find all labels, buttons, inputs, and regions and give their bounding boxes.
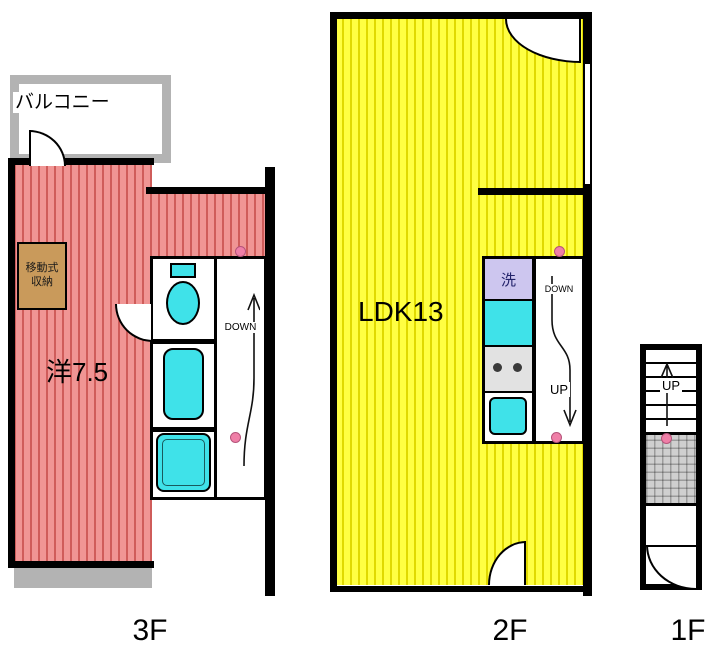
entrance-tile [646,435,696,505]
toilet-tank-icon [170,263,196,278]
kitchen-sink-basin-cell [485,393,532,441]
wall-2f-bottom [330,586,592,592]
wall-3f-hall-top [146,187,275,194]
floor-label-1f: 1F [670,614,706,647]
wall-2f-right-thick [583,12,592,596]
balcony-label: バルコニー [13,87,112,114]
wall-2f-stub [478,188,592,195]
entry-hall [646,506,696,546]
toilet-bowl-icon [166,281,200,325]
stairs-1f-up-text: UP [659,378,683,393]
divider-1f-stairs [646,432,696,435]
stair-dot-3f-top [235,246,246,257]
wall-3f-right-thick [265,167,275,596]
storage-label-line2: 収納 [31,276,53,288]
bathtub-inner-line [162,439,205,486]
bathtub-icon [156,433,211,492]
bathroom-divider-1 [150,339,217,344]
wall-2f-top [330,12,592,19]
wall-1f-top [640,344,702,350]
stair-dot-2f-bottom [551,432,562,443]
kitchen-sink-basin [489,397,527,435]
stairs-2f-up-text: UP [547,382,571,397]
stairs-3f [214,256,267,500]
floor-label-2f: 2F [492,614,528,647]
divider-1f-entry [646,503,696,506]
wall-2f-left [330,12,337,592]
storage-cabinet: 移動式 収納 [17,242,67,310]
stairs-1f-arrow [660,361,674,426]
ldk-label: LDK13 [358,296,444,327]
window-2f-right [583,64,592,184]
washer-label: 洗 [500,271,516,289]
wall-3f-bottom [8,561,154,568]
room-west-label: 洋7.5 [46,357,109,387]
wall-3f-top [8,158,154,165]
stairs-2f-up-label: UP [534,382,584,397]
stairs-2f-down-label: DOWN [534,284,584,294]
stairs-2f-down-text: DOWN [542,284,576,294]
stair-dot-1f [661,433,672,444]
floor-label-3f: 3F [132,614,168,647]
stove-burner-left [493,363,502,372]
wall-1f-left [640,344,646,590]
stair-dot-3f-bottom [230,432,241,443]
wall-3f-left [8,158,15,568]
kitchen-block: 洗 [482,256,535,444]
kitchen-sink-counter [485,301,532,347]
stairs-3f-down-text: DOWN [222,322,259,333]
stairs-3f-down-label: DOWN [215,322,266,333]
wall-1f-bottom [640,584,702,590]
stairs-2f-arrow [551,276,577,428]
stove-icon [485,347,532,393]
washbasin-icon [163,348,204,420]
wall-1f-right [696,344,702,590]
bathroom-divider-2 [150,427,217,432]
stove-burner-right [513,363,522,372]
balcony-label-text: バルコニー [13,92,112,113]
stairs-3f-arrow [243,292,260,467]
washer-box: 洗 [485,259,532,301]
stairs-1f-up-label: UP [646,378,696,393]
stair-dot-2f-top [554,246,565,257]
storage-label-line1: 移動式 [25,262,59,275]
eave-strip [14,568,152,588]
